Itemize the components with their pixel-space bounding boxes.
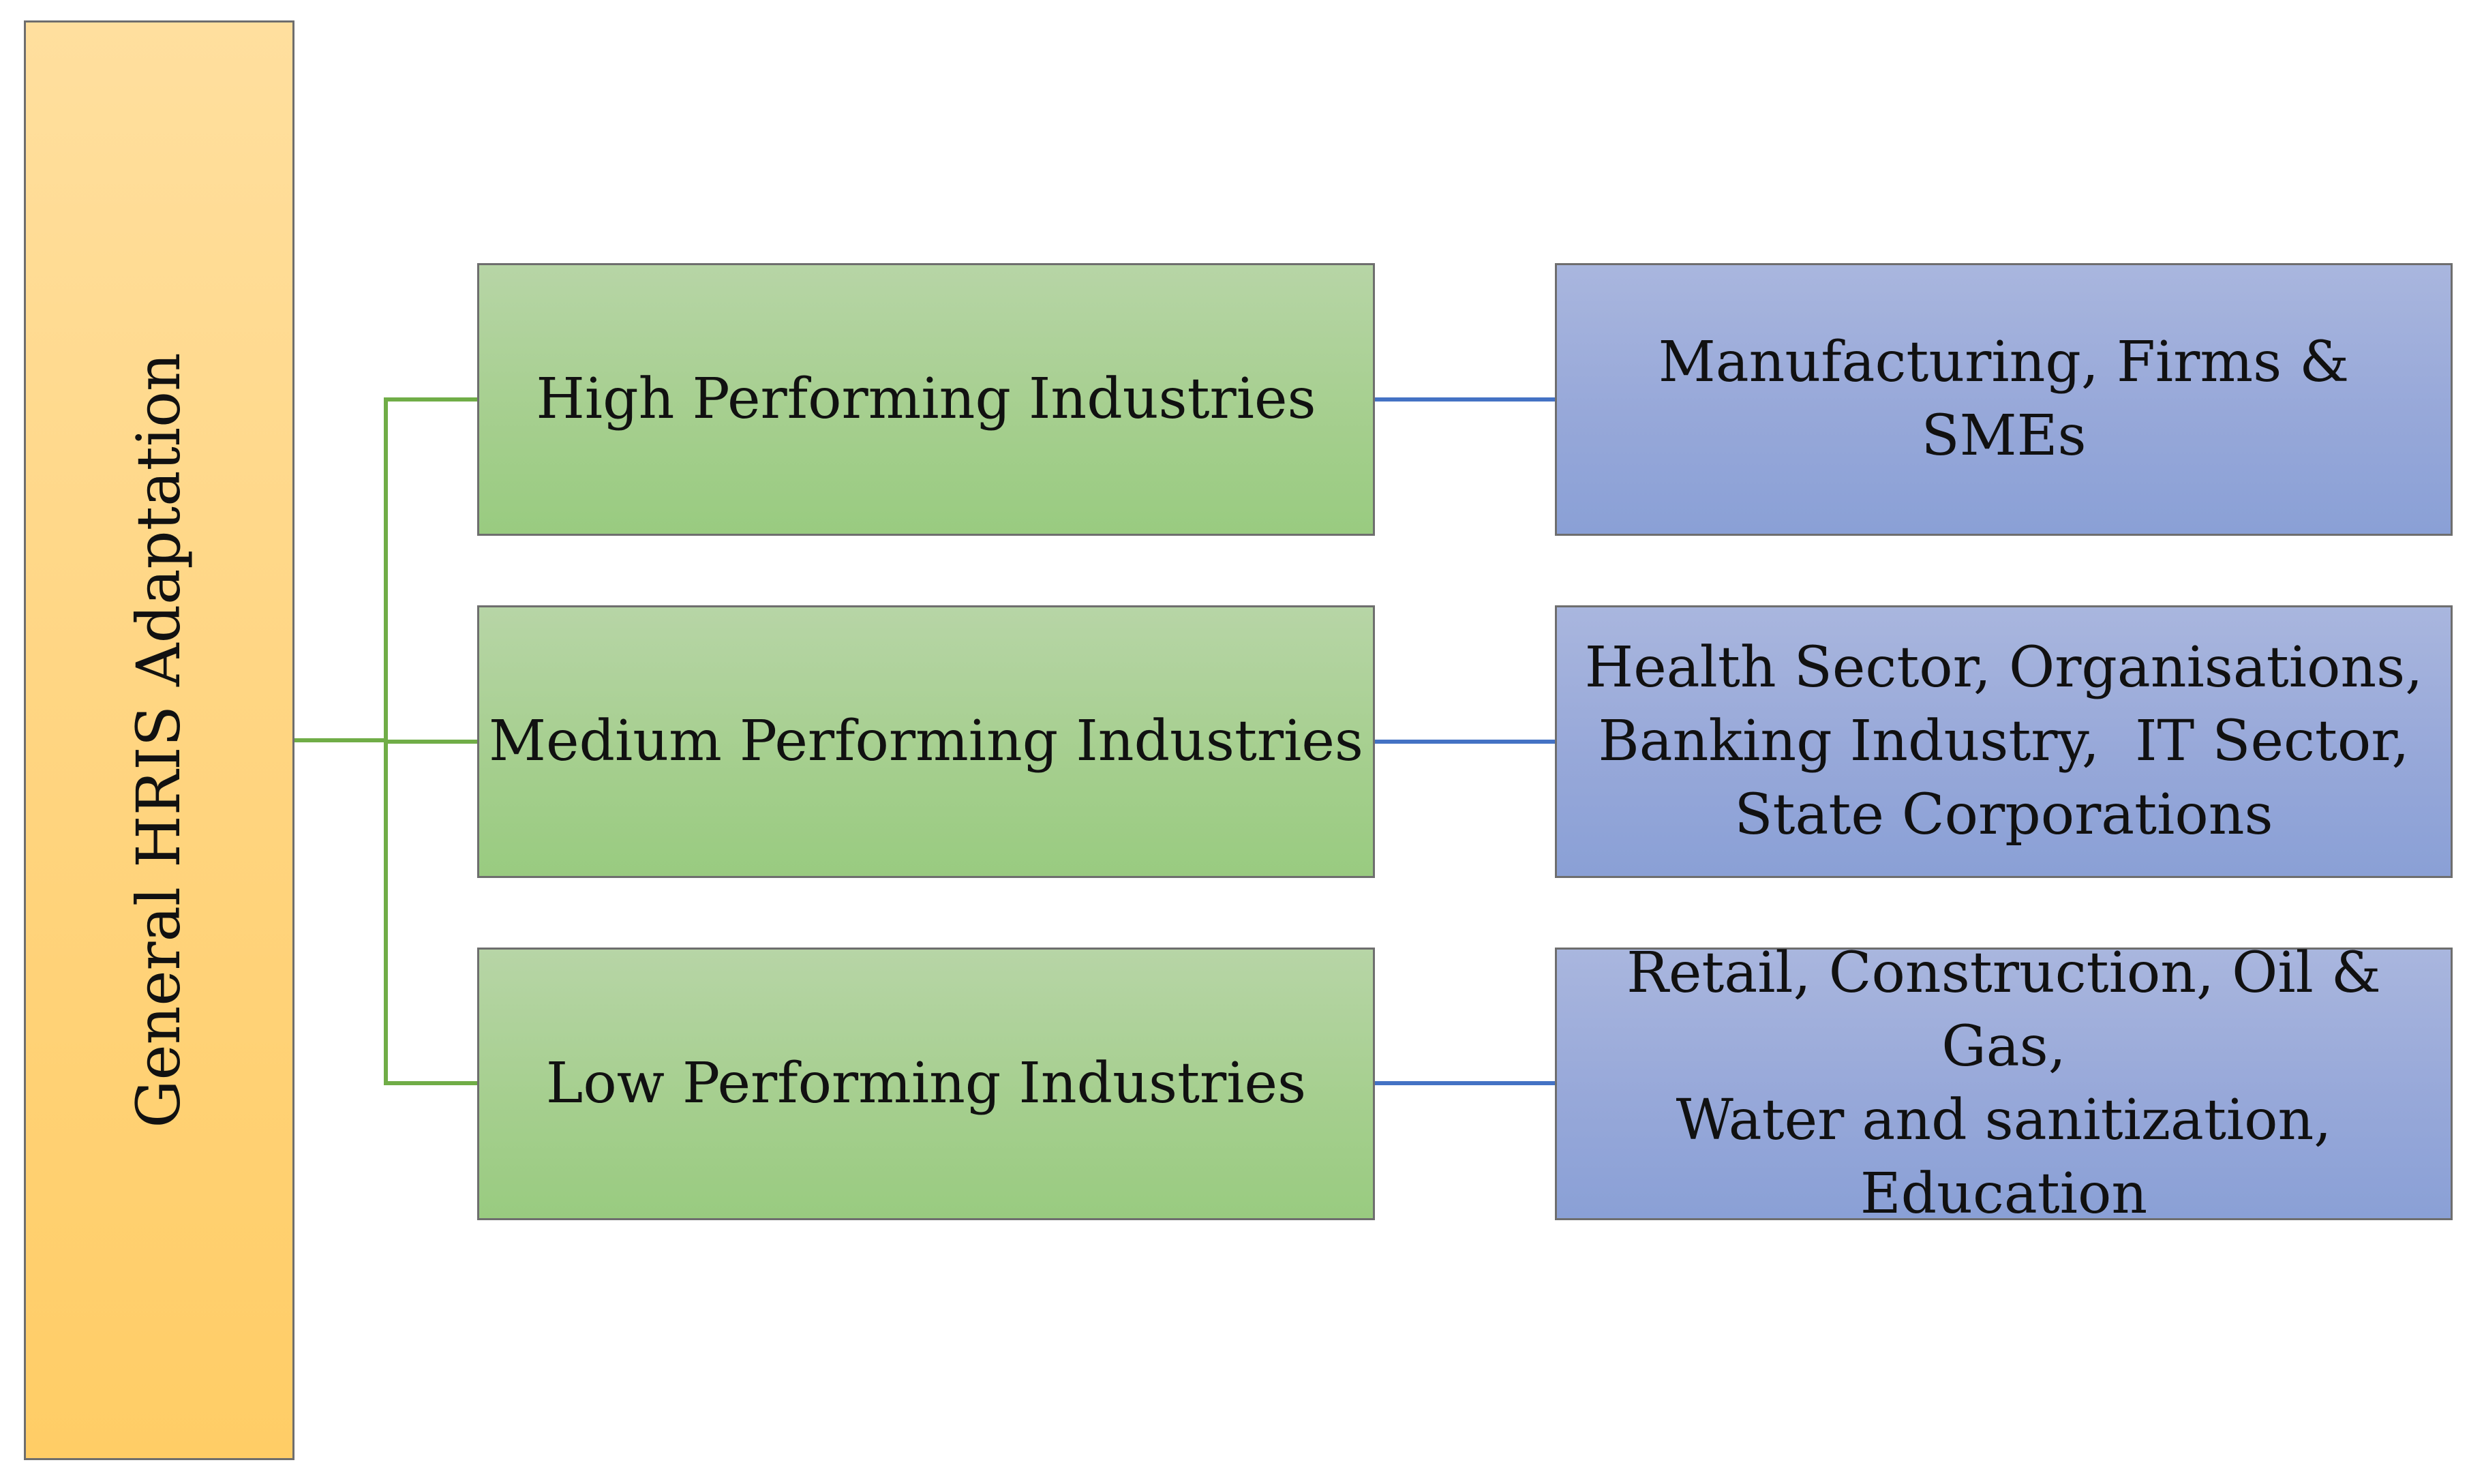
- examples-line: Banking Industry, IT Sector,: [1598, 709, 2410, 774]
- green-connectors: [294, 397, 477, 1085]
- category-node-low: Low Performing Industries: [477, 948, 1375, 1220]
- examples-line: State Corporations: [1734, 783, 2273, 847]
- examples-line: Education: [1860, 1162, 2148, 1226]
- root-node-box: [24, 20, 294, 1460]
- examples-line: Health Sector, Organisations,: [1584, 635, 2423, 700]
- examples-node-low: Retail, Construction, Oil & Gas, Water a…: [1555, 941, 2453, 1226]
- category-node-medium: Medium Performing Industries: [477, 605, 1375, 878]
- blue-connectors: [1375, 397, 1555, 1085]
- examples-text-low: Retail, Construction, Oil & Gas, Water a…: [1557, 937, 2451, 1231]
- examples-line: Retail, Construction, Oil & Gas,: [1626, 941, 2381, 1079]
- examples-line: Manufacturing, Firms & SMEs: [1658, 330, 2350, 468]
- category-label-high: High Performing Industries: [536, 367, 1316, 431]
- root-node-label: General HRIS Adaptation: [123, 352, 194, 1128]
- examples-line: Water and sanitization,: [1676, 1088, 2332, 1153]
- examples-node-medium: Health Sector, Organisations, Banking In…: [1555, 605, 2453, 878]
- category-label-medium: Medium Performing Industries: [489, 709, 1363, 774]
- category-label-low: Low Performing Industries: [545, 1051, 1307, 1116]
- examples-text-medium: Health Sector, Organisations, Banking In…: [1571, 631, 2437, 852]
- examples-node-high: Manufacturing, Firms & SMEs: [1555, 263, 2453, 536]
- category-node-high: High Performing Industries: [477, 263, 1375, 536]
- examples-text-high: Manufacturing, Firms & SMEs: [1557, 326, 2451, 473]
